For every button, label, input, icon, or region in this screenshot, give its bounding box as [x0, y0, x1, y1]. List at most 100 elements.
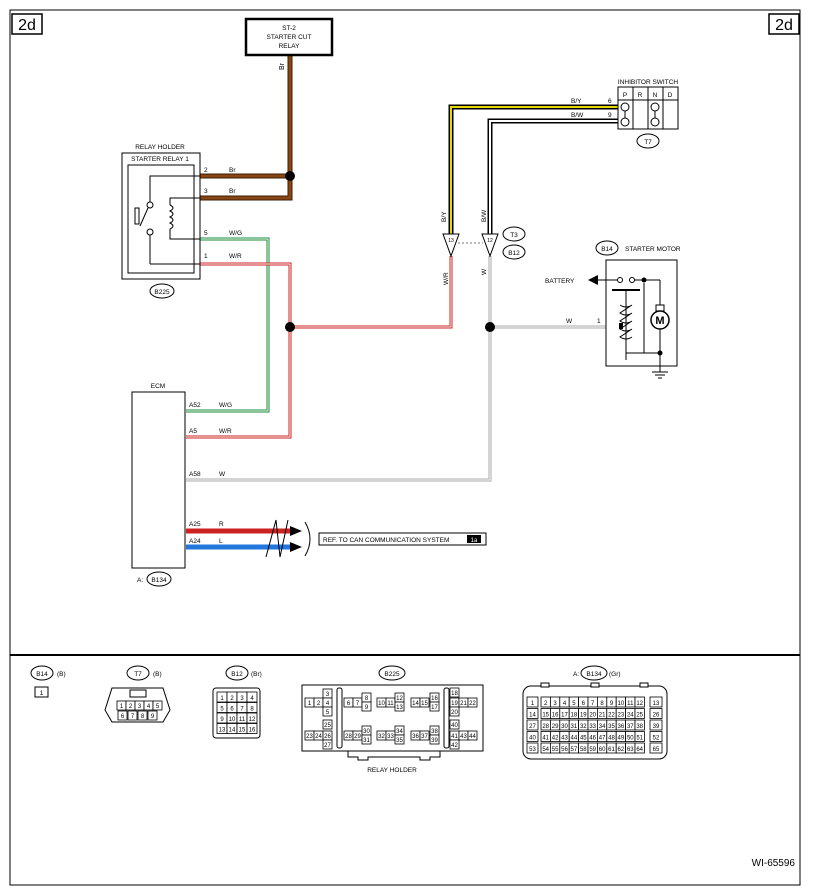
b225-pin-5: 5 — [322, 706, 333, 717]
ecm-connector-prefix: A: — [137, 577, 143, 584]
b225-pin-12: 12 — [394, 692, 405, 703]
wg-label-relay: W/G — [229, 230, 242, 237]
svg-text:52: 52 — [653, 736, 660, 742]
by-label-vertical: B/Y — [441, 211, 448, 222]
t7-pin-9: 9 — [147, 710, 158, 721]
svg-text:43: 43 — [561, 736, 568, 742]
bw-label-inhibitor: B/W — [571, 112, 584, 119]
starter-pin-1: 1 — [597, 318, 601, 325]
b134-pin-10: 10 — [615, 696, 627, 708]
svg-text:11: 11 — [627, 701, 634, 707]
b225-pin-29: 29 — [352, 730, 363, 741]
relay-pin-1: 1 — [204, 253, 208, 260]
t7-pin-8: 8 — [137, 710, 148, 721]
svg-text:65: 65 — [653, 747, 660, 753]
cv-b14-pin: 1 — [40, 690, 44, 697]
svg-text:14: 14 — [229, 728, 236, 734]
svg-text:4: 4 — [250, 696, 254, 702]
b134-pin-51: 51 — [634, 731, 645, 742]
b225-pin-43: 43 — [458, 730, 469, 741]
svg-text:11: 11 — [387, 701, 394, 707]
b225-pin-1: 1 — [304, 697, 315, 708]
b134-pin-11: 11 — [625, 696, 636, 708]
svg-text:61: 61 — [608, 747, 615, 753]
svg-text:47: 47 — [599, 736, 606, 742]
svg-text:12: 12 — [487, 238, 493, 244]
b225-pin-44: 44 — [467, 730, 478, 741]
svg-text:29: 29 — [354, 734, 361, 740]
w-label-ecm: W — [219, 471, 226, 478]
b134-pin-4: 4 — [559, 696, 570, 708]
svg-text:19: 19 — [580, 713, 587, 719]
inhibitor-col-n: N — [653, 92, 658, 99]
b134-pin-48: 48 — [606, 731, 617, 742]
inhibitor-pin-9: 9 — [608, 112, 612, 119]
svg-text:34: 34 — [599, 724, 606, 730]
b12-pin-14: 14 — [226, 723, 238, 734]
can-ref-badge: 1a — [471, 538, 478, 544]
can-bracket — [304, 521, 311, 557]
svg-text:25: 25 — [324, 723, 331, 729]
b134-pin-62: 62 — [615, 742, 627, 754]
b225-pin-8: 8 — [361, 692, 372, 703]
svg-text:27: 27 — [529, 724, 536, 730]
svg-text:7: 7 — [131, 714, 135, 720]
svg-text:49: 49 — [618, 736, 625, 742]
b12-pin-5: 5 — [216, 702, 228, 713]
b134-pin-25: 25 — [634, 708, 645, 719]
t7-pin-1: 1 — [116, 700, 127, 711]
w-label-vertical: W — [481, 268, 488, 275]
cv-b14-color: (B) — [57, 671, 66, 678]
motor-symbol: M — [655, 315, 664, 327]
svg-text:28: 28 — [542, 724, 549, 730]
b134-pin-58: 58 — [578, 742, 589, 754]
b134-pin-26: 26 — [649, 708, 663, 719]
l-label-ecm: L — [219, 538, 223, 545]
t7-pin-6: 6 — [117, 710, 128, 721]
b134-pin-55: 55 — [550, 742, 561, 754]
b134-pin-8: 8 — [597, 696, 608, 708]
svg-text:32: 32 — [378, 734, 385, 740]
relay-pin-2: 2 — [204, 167, 208, 174]
can-ref-text: REF. TO CAN COMMUNICATION SYSTEM — [323, 537, 449, 544]
svg-text:26: 26 — [324, 734, 331, 740]
svg-text:43: 43 — [460, 734, 467, 740]
b12-pin-4: 4 — [246, 691, 258, 703]
svg-text:17: 17 — [561, 713, 568, 719]
cv-b134-label: B134 — [586, 671, 602, 678]
b225-pin-37: 37 — [419, 730, 430, 741]
svg-text:10: 10 — [229, 717, 236, 723]
svg-text:42: 42 — [451, 743, 458, 749]
b225-pin-9: 9 — [361, 701, 372, 712]
svg-text:32: 32 — [580, 724, 587, 730]
wire-br — [200, 54, 295, 201]
svg-text:3: 3 — [240, 696, 244, 702]
svg-text:56: 56 — [561, 747, 568, 753]
r-label-ecm: R — [219, 521, 224, 528]
b225-pin-3: 3 — [322, 688, 333, 699]
svg-text:44: 44 — [571, 736, 578, 742]
b134-pin-46: 46 — [587, 731, 598, 742]
svg-text:12: 12 — [396, 696, 403, 702]
svg-text:38: 38 — [431, 729, 438, 735]
b225-pin-21: 21 — [458, 697, 469, 708]
b134-pin-45: 45 — [578, 731, 589, 742]
b225-pin-30: 30 — [361, 725, 372, 736]
svg-text:21: 21 — [599, 713, 606, 719]
b134-pin-12: 12 — [634, 696, 645, 708]
wire-w — [186, 256, 620, 482]
b134-pin-43: 43 — [559, 731, 570, 742]
svg-text:2: 2 — [544, 701, 548, 707]
joint-connector: 13 12 — [442, 233, 499, 258]
wr-label-vertical: W/R — [443, 272, 450, 285]
svg-text:41: 41 — [542, 736, 549, 742]
b225-pin-24: 24 — [313, 730, 324, 741]
svg-text:57: 57 — [571, 747, 578, 753]
svg-text:4: 4 — [326, 701, 330, 707]
b225-pin-10: 10 — [376, 697, 387, 708]
b134-pin-15: 15 — [540, 708, 551, 719]
b134-pin-19: 19 — [578, 708, 589, 719]
b225-pin-36: 36 — [410, 730, 421, 741]
b12-pin-15: 15 — [236, 723, 248, 734]
